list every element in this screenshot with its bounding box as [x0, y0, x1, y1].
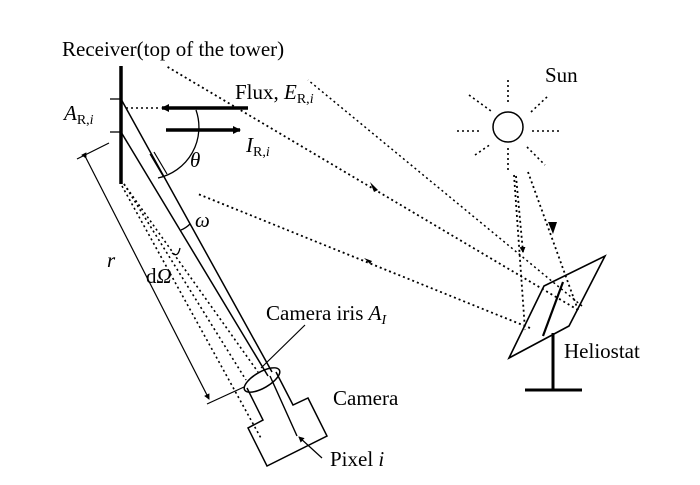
camera-iris: [243, 367, 281, 393]
pixel-leader: [298, 436, 323, 459]
camera-label: Camera: [333, 386, 399, 410]
flux-label: Flux, ER,i: [235, 80, 314, 107]
r-dim-ext-top: [76, 142, 110, 160]
intensity-label: IR,i: [245, 133, 270, 160]
reflected-ray-upper: [307, 79, 583, 307]
theta-label: θ: [190, 148, 200, 172]
distance-label: r: [107, 248, 116, 272]
heliostat-mirror-axis: [541, 281, 565, 337]
receiver-label: Receiver(top of the tower): [62, 37, 284, 61]
pixel-label: Pixel i: [330, 447, 384, 471]
cone-dotted-3: [121, 185, 263, 441]
omega-label: ω: [195, 208, 210, 232]
heliostat-mirror: [507, 254, 607, 360]
sun-label: Sun: [545, 63, 578, 87]
iris-leader: [260, 324, 306, 369]
sunray-2: [527, 171, 579, 311]
solid-angle-arc: [171, 247, 181, 256]
sunray-1: [513, 174, 526, 331]
heliostat-label: Heliostat: [564, 339, 640, 363]
sun-rays: [457, 80, 560, 170]
r-dim-ext-bottom: [206, 386, 245, 405]
r-dimension-line: [81, 152, 210, 400]
cone-dotted-1: [123, 183, 259, 373]
area-label: AR,i: [62, 101, 94, 128]
sun-icon: [492, 111, 524, 143]
camera-iris-label: Camera iris AI: [266, 301, 387, 328]
reflected-ray-2-arrowhead: [364, 258, 372, 264]
sunray-2-arrowhead: [548, 222, 557, 234]
reflected-ray-1-arrowhead: [370, 182, 378, 192]
reflected-ray-1: [165, 65, 579, 311]
pixel-ray: [269, 375, 298, 437]
camera-body: [246, 371, 329, 468]
omega-arc: [180, 223, 191, 231]
